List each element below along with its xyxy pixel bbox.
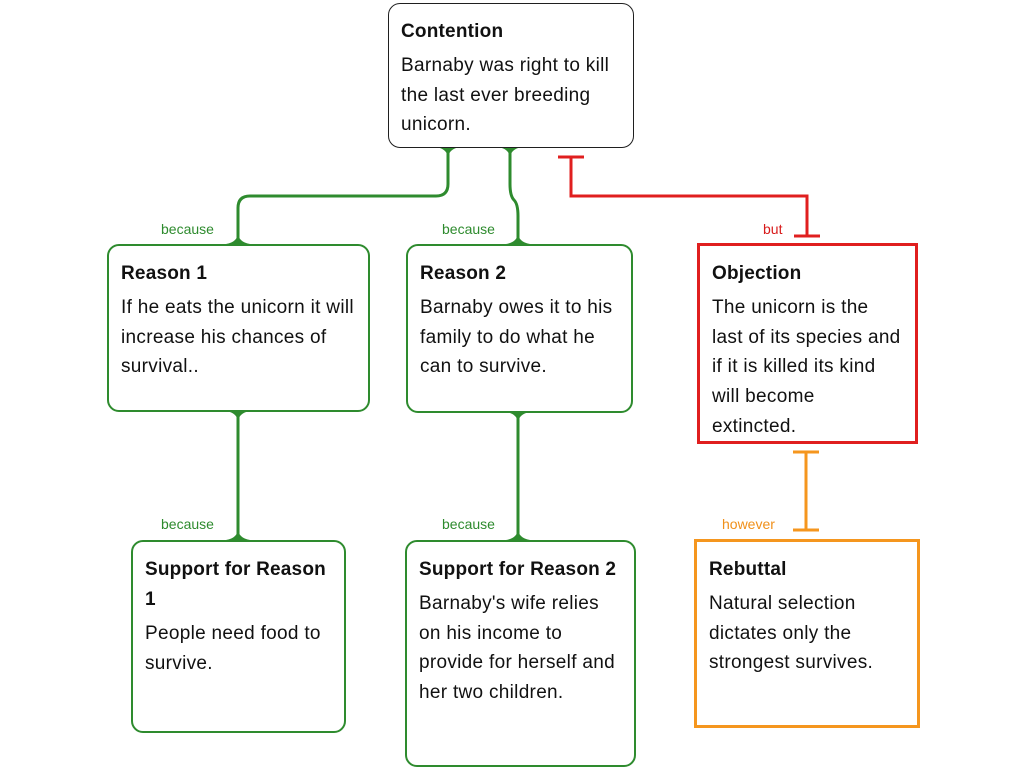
rebuttal-text: Natural selection dictates only the stro… <box>709 593 874 674</box>
rebuttal-box[interactable]: Rebuttal Natural selection dictates only… <box>694 539 920 728</box>
connector-end-flare-reason1-top <box>226 232 250 244</box>
connector-contention-reason1 <box>236 146 450 244</box>
support2-title: Support for Reason 2 <box>419 559 617 580</box>
support2-box[interactable]: Support for Reason 2 Barnaby's wife reli… <box>405 540 636 767</box>
objection-title: Objection <box>712 263 802 284</box>
connector-end-flare-contention-left <box>436 147 460 159</box>
support1-box[interactable]: Support for Reason 1 People need food to… <box>131 540 346 733</box>
connector-contention-objection <box>569 157 809 236</box>
rebuttal-title: Rebuttal <box>709 559 787 580</box>
connector-end-flare-reason1-bottom <box>226 411 250 423</box>
connector-end-flare-reason2-bottom <box>506 412 530 424</box>
connector-end-flare-support1-top <box>226 528 250 540</box>
connector-label-because: because <box>161 516 214 532</box>
support1-text: People need food to survive. <box>145 623 321 674</box>
support2-text: Barnaby's wife relies on his income to p… <box>419 593 615 704</box>
reason1-text: If he eats the unicorn it will increase … <box>121 297 354 378</box>
connector-contention-reason2 <box>508 146 520 244</box>
reason2-text: Barnaby owes it to his family to do what… <box>420 297 613 378</box>
contention-box[interactable]: Contention Barnaby was right to kill the… <box>388 3 634 148</box>
objection-text: The unicorn is the last of its species a… <box>712 297 901 437</box>
objection-box[interactable]: Objection The unicorn is the last of its… <box>697 243 918 444</box>
contention-text: Barnaby was right to kill the last ever … <box>401 55 610 136</box>
reason2-box[interactable]: Reason 2 Barnaby owes it to his family t… <box>406 244 633 413</box>
connector-label-because: because <box>442 221 495 237</box>
connector-end-flare-reason2-top <box>506 232 530 244</box>
connector-label-but: but <box>763 221 783 237</box>
connector-label-however: however <box>722 516 775 532</box>
contention-title: Contention <box>401 21 504 42</box>
support1-title: Support for Reason 1 <box>145 559 326 610</box>
connector-end-flare-contention-right <box>498 147 522 159</box>
reason2-title: Reason 2 <box>420 263 507 284</box>
reason1-box[interactable]: Reason 1 If he eats the unicorn it will … <box>107 244 370 412</box>
connector-label-because: because <box>161 221 214 237</box>
connector-end-flare-support2-top <box>506 528 530 540</box>
connector-label-because: because <box>442 516 495 532</box>
reason1-title: Reason 1 <box>121 263 208 284</box>
